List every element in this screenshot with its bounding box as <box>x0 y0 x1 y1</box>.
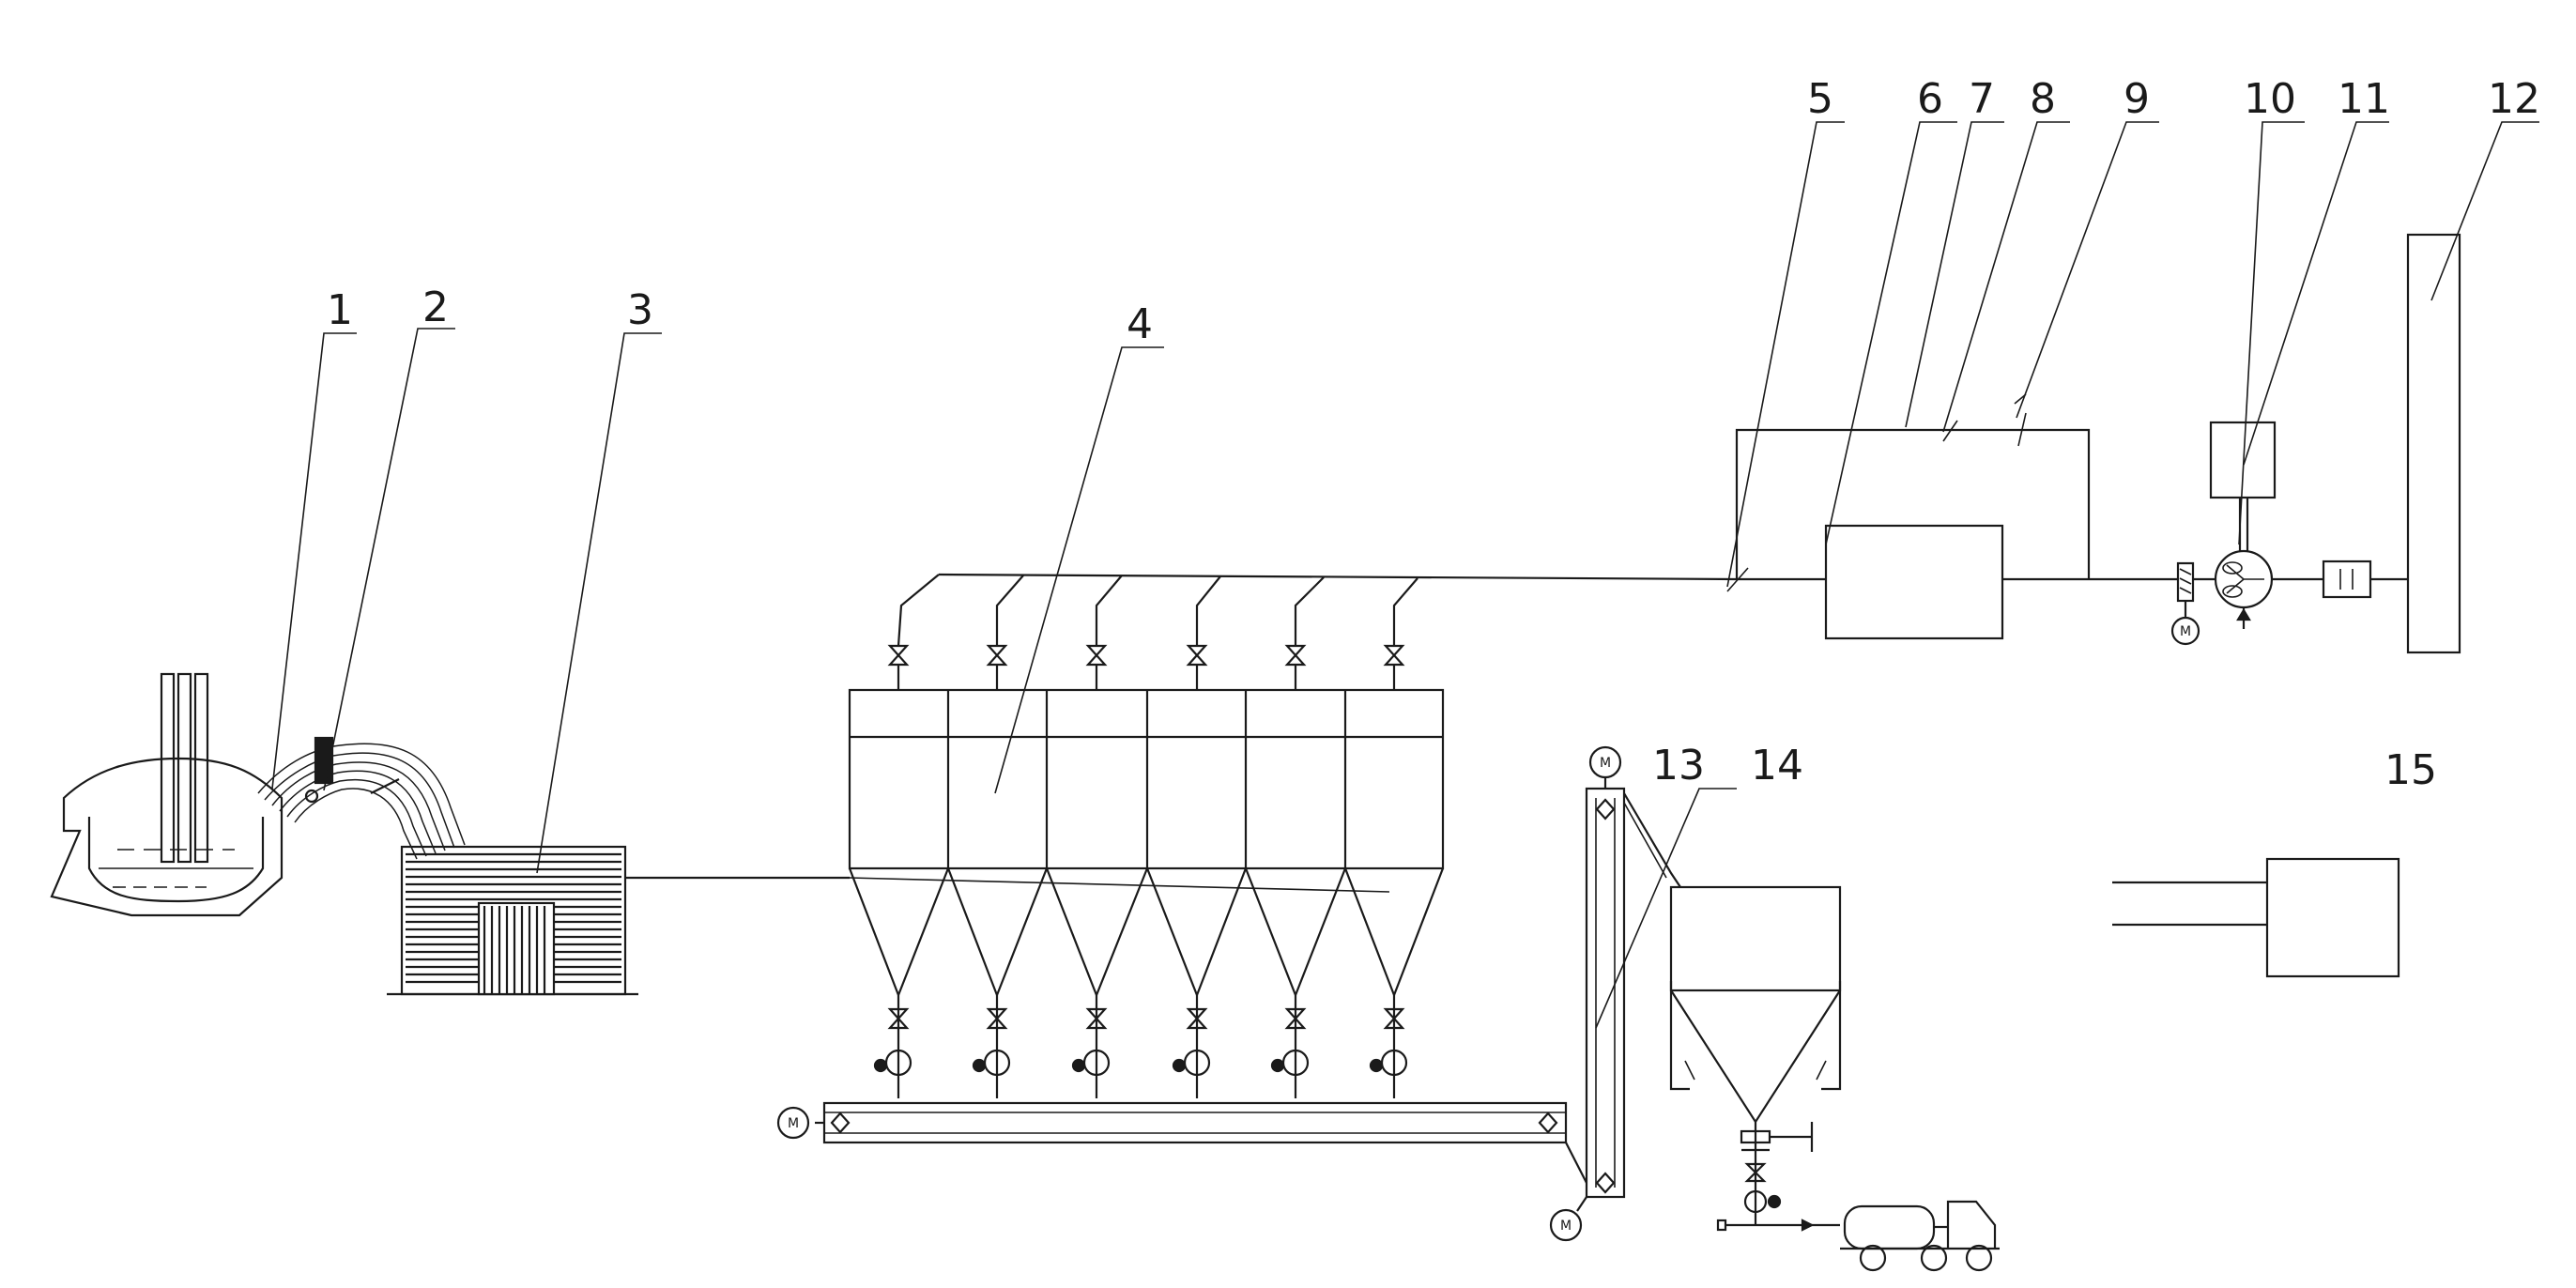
leader-lines <box>271 121 2539 1029</box>
label-10: 10 <box>2244 75 2296 123</box>
header-valve-4 <box>1186 644 1208 690</box>
electric-arc-furnace <box>50 672 284 917</box>
label-9: 9 <box>2124 75 2150 123</box>
compressed-air-station <box>1824 524 2004 640</box>
label-14: 14 <box>1751 742 1803 790</box>
label-8: 8 <box>2030 75 2056 123</box>
label-11: 11 <box>2338 75 2390 123</box>
header-valve-2 <box>986 644 1008 690</box>
flue-duct-elbow <box>257 736 466 860</box>
label-5: 5 <box>1807 75 1833 123</box>
header-valve-6 <box>1383 644 1405 690</box>
header-valve-3 <box>1085 644 1108 690</box>
label-3: 3 <box>627 286 653 334</box>
damper-motor-symbol: M <box>2180 624 2191 639</box>
label-2: 2 <box>422 284 449 331</box>
conveyor-motor <box>776 1106 810 1140</box>
label-13: 13 <box>1652 742 1705 790</box>
part-labels: 1 2 3 4 5 6 7 8 9 10 11 12 13 14 15 <box>327 75 2540 794</box>
elevator-top-motor <box>1588 745 1622 779</box>
silencer <box>2322 560 2372 599</box>
header-valve-5 <box>1284 644 1307 690</box>
conveyor-motor-symbol: M <box>788 1116 799 1131</box>
label-4: 4 <box>1127 300 1153 348</box>
elevator-top-motor-symbol: M <box>1600 756 1611 771</box>
label-1: 1 <box>327 286 353 334</box>
tanker-truck <box>1840 1200 2000 1272</box>
cooling-chamber <box>387 845 638 996</box>
control-unit <box>2112 857 2400 978</box>
exhaust-stack <box>2406 233 2461 654</box>
header-valve-1 <box>887 644 910 690</box>
elevator-bottom-motor-symbol: M <box>1560 1219 1572 1234</box>
bucket-elevator: M M <box>1549 745 1681 1242</box>
label-7: 7 <box>1969 75 1995 123</box>
air-supply-enclosure <box>1726 393 2178 640</box>
damper-actuator-motor <box>2170 616 2200 646</box>
exhaust-system: M <box>2170 233 2461 654</box>
pulse-air-header <box>887 573 1738 690</box>
hopper-discharge-valves <box>873 995 1408 1098</box>
elevator-bottom-motor <box>1549 1208 1583 1242</box>
horizontal-conveyor: M <box>776 1101 1568 1144</box>
label-6: 6 <box>1917 75 1943 123</box>
label-12: 12 <box>2488 75 2540 123</box>
dust-storage-silo <box>1669 885 1842 1232</box>
baghouse-dust-collector <box>848 688 1445 999</box>
fan-motor <box>2209 421 2277 499</box>
label-15: 15 <box>2384 746 2437 794</box>
